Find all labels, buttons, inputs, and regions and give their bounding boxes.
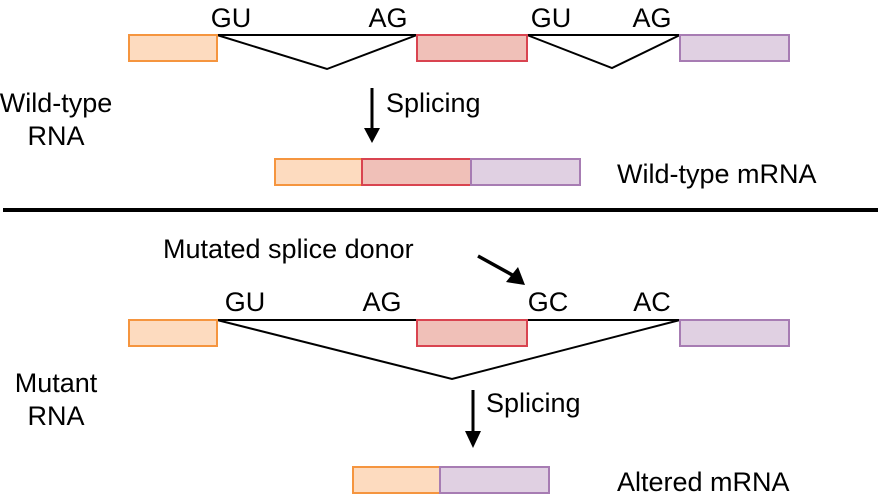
wt-arrowhead-icon <box>364 128 380 143</box>
wt-mrna-exon-2 <box>361 158 472 186</box>
wt-site-ag-2: AG <box>632 3 671 33</box>
wt-rna-label-line2: RNA <box>27 121 84 151</box>
altered-mrna-exon-1 <box>352 466 441 494</box>
wt-mrna-exon-1 <box>274 158 363 186</box>
wt-splice-loop-1 <box>216 34 418 71</box>
wt-splicing-label: Splicing <box>386 88 481 118</box>
mut-arrowhead-icon <box>465 431 481 448</box>
mut-exon-1 <box>128 319 218 347</box>
mut-splice-loop <box>216 319 681 381</box>
wt-mrna-exon-3 <box>470 158 581 186</box>
wt-exon-3 <box>679 34 790 62</box>
wt-exon-2 <box>416 34 528 62</box>
mutation-pointer-arrowhead-icon <box>506 267 525 285</box>
mutation-pointer-arrow-icon <box>477 254 517 279</box>
wt-mrna-label: Wild-type mRNA <box>617 159 817 189</box>
mut-site-ag: AG <box>362 287 401 317</box>
wildtype-section: GU AG GU AG Wild-type RNA Splicing Wild-… <box>0 3 817 189</box>
altered-mrna-label: Altered mRNA <box>617 467 790 497</box>
mut-site-gu: GU <box>225 287 266 317</box>
mut-exon-3 <box>679 319 790 347</box>
mutant-section: Mutated splice donor GU AG GC AC Mutant … <box>15 234 790 497</box>
wt-site-gu-2: GU <box>531 3 572 33</box>
mut-rna-label-line1: Mutant <box>15 368 98 398</box>
mut-site-ac: AC <box>633 287 671 317</box>
mutated-splice-donor-label: Mutated splice donor <box>163 234 414 264</box>
wt-site-gu-1: GU <box>211 3 252 33</box>
altered-mrna-exon-3 <box>439 466 550 494</box>
mut-splicing-label: Splicing <box>486 388 581 418</box>
mut-rna-label-line2: RNA <box>27 401 84 431</box>
mut-exon-2 <box>416 319 528 347</box>
wt-rna-label-line1: Wild-type <box>0 88 112 118</box>
wt-site-ag-1: AG <box>368 3 407 33</box>
wt-exon-1 <box>128 34 218 62</box>
mut-site-gc: GC <box>528 287 569 317</box>
wt-splice-loop-2 <box>526 34 681 70</box>
